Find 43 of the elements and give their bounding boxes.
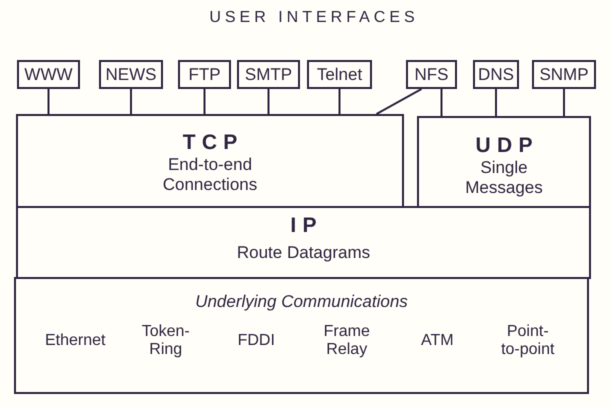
protocol-label: SMTP bbox=[244, 64, 292, 84]
network-name: Token-Ring bbox=[140, 323, 191, 359]
connector-line bbox=[268, 89, 270, 114]
connector-line bbox=[440, 89, 442, 116]
network-name: Point-to-point bbox=[500, 323, 556, 359]
layer-description: End-to-end Connections bbox=[162, 155, 258, 195]
protocol-label: DNS bbox=[478, 64, 514, 84]
protocol-box bbox=[532, 60, 596, 89]
network-name: Frame Relay bbox=[322, 323, 371, 359]
layer-description: Route Datagrams bbox=[236, 243, 370, 263]
protocol-label: NFS bbox=[414, 64, 448, 84]
layer-box bbox=[14, 277, 589, 394]
connector-line bbox=[48, 89, 50, 114]
protocol-box bbox=[307, 60, 372, 89]
layer-box bbox=[16, 206, 591, 279]
connector-line bbox=[130, 89, 132, 114]
diagram-title: USER INTERFACES bbox=[208, 8, 419, 28]
protocol-label: NEWS bbox=[106, 64, 156, 84]
connector-line bbox=[376, 88, 422, 115]
layer-heading: TCP bbox=[182, 131, 244, 155]
layer-heading: Underlying Communications bbox=[195, 292, 408, 312]
network-name: Ethernet bbox=[45, 332, 106, 350]
protocol-box bbox=[406, 60, 457, 89]
layer-description: Single Messages bbox=[464, 158, 544, 198]
protocol-box bbox=[99, 60, 163, 89]
layer-box bbox=[16, 114, 404, 208]
connector-line bbox=[338, 89, 340, 114]
protocol-box bbox=[17, 60, 80, 89]
layer-box bbox=[417, 116, 591, 208]
network-name: FDDI bbox=[238, 332, 275, 350]
protocol-box bbox=[178, 60, 231, 89]
layer-heading: IP bbox=[289, 214, 323, 238]
connector-line bbox=[204, 89, 206, 114]
connector-line bbox=[495, 89, 497, 116]
protocol-label: SNMP bbox=[539, 64, 589, 84]
protocol-label: Telnet bbox=[316, 64, 362, 84]
network-name: ATM bbox=[420, 332, 454, 350]
protocol-label: FTP bbox=[188, 64, 221, 84]
connector-line bbox=[563, 89, 565, 116]
protocol-box bbox=[473, 60, 519, 89]
protocol-box bbox=[237, 60, 300, 89]
layer-heading: UDP bbox=[474, 134, 539, 158]
protocol-label: WWW bbox=[24, 64, 73, 84]
